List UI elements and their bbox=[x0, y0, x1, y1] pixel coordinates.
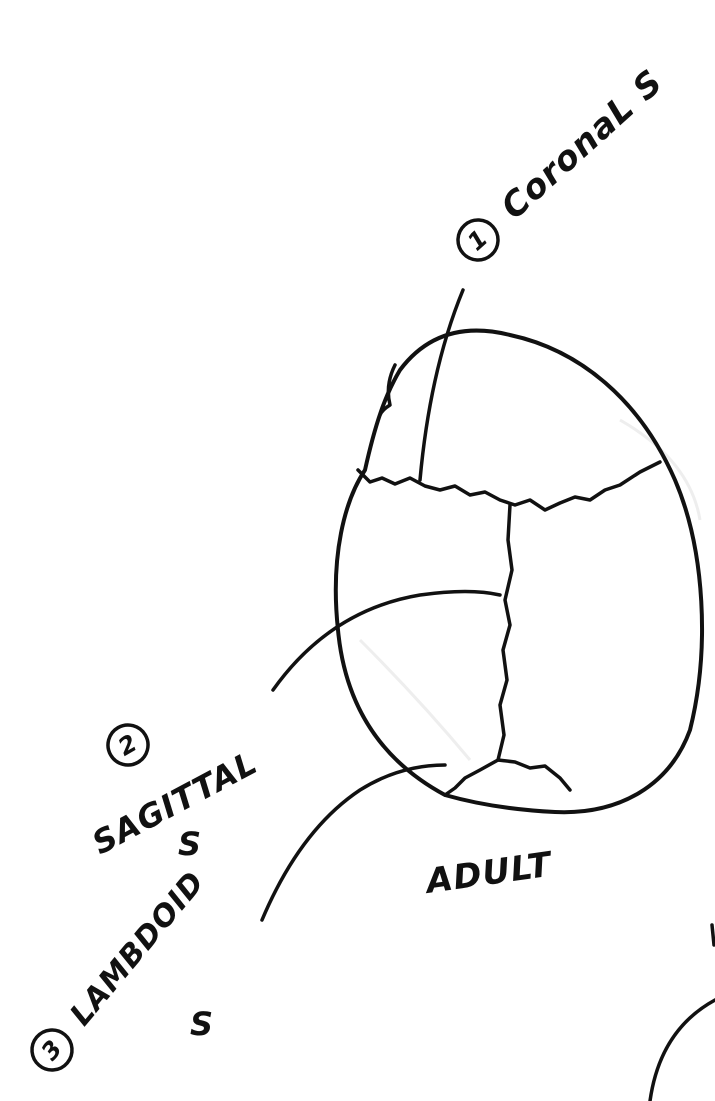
coronal-suture bbox=[358, 462, 660, 510]
lambdoid-suture-left bbox=[445, 760, 498, 795]
lambdoid-label-group: 3 LAMBDOID bbox=[24, 863, 214, 1078]
lambdoid-leader-line bbox=[262, 765, 445, 920]
sagittal-label-s: S bbox=[178, 825, 202, 863]
lambdoid-label-s: S bbox=[190, 1005, 214, 1043]
background-smudge bbox=[360, 640, 470, 760]
sagittal-label: SAGITTAL bbox=[86, 744, 264, 863]
skull-caption-group: ADULT bbox=[421, 844, 556, 902]
coronal-label: CoronaL S bbox=[494, 62, 671, 227]
sagittal-number: 2 bbox=[113, 728, 142, 761]
coronal-label-group: 1 CoronaL S bbox=[449, 62, 672, 268]
coronal-number: 1 bbox=[462, 224, 494, 257]
sagittal-leader-line bbox=[273, 592, 500, 691]
lambdoid-suture-right bbox=[498, 760, 570, 790]
sagittal-label-group: 2 bbox=[101, 718, 156, 773]
adjacent-drawing-mark bbox=[712, 925, 714, 945]
background-smudge bbox=[620, 420, 700, 520]
sagittal-suture bbox=[498, 505, 512, 760]
adjacent-drawing-fragment bbox=[650, 1000, 715, 1101]
coronal-leader-line bbox=[420, 290, 463, 480]
skull-caption: ADULT bbox=[421, 844, 556, 902]
lambdoid-number: 3 bbox=[36, 1034, 69, 1066]
sagittal-text-group: SAGITTAL bbox=[86, 744, 264, 863]
